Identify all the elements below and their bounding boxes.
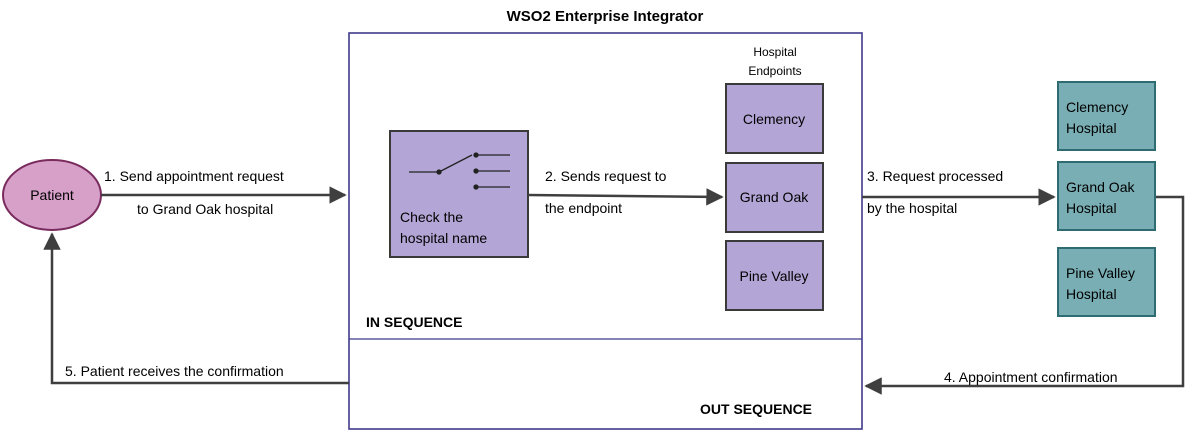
arrow-step2: [527, 188, 724, 206]
arrow-step4: [864, 195, 1185, 395]
step3-line1: 3. Request processed: [867, 168, 1003, 184]
in-sequence-label: IN SEQUENCE: [366, 314, 462, 330]
arrow-step5: [43, 232, 349, 385]
hospital-pine-valley: [1057, 247, 1156, 317]
hospital-pine-valley-line2: Hospital: [1066, 286, 1117, 302]
endpoint-pine-valley-label: Pine Valley: [739, 268, 808, 284]
endpoints-header-line2: Endpoints: [748, 64, 801, 78]
switch-mediator-box: [389, 130, 529, 258]
endpoint-pine-valley: [725, 240, 824, 311]
step1-line2: to Grand Oak hospital: [137, 201, 273, 217]
hospital-clemency-line1: Clemency: [1066, 99, 1128, 115]
mediator-label-line1: Check the: [400, 209, 463, 225]
endpoint-grand-oak: [725, 162, 824, 233]
hospital-grand-oak-line1: Grand Oak: [1066, 179, 1135, 195]
hospital-grand-oak: [1057, 161, 1156, 231]
step1-line1: 1. Send appointment request: [104, 168, 284, 184]
step2-line1: 2. Sends request to: [545, 168, 667, 184]
step2-line2: the endpoint: [545, 200, 622, 216]
endpoint-clemency: [725, 83, 824, 154]
hospital-grand-oak-line2: Hospital: [1066, 200, 1117, 216]
step3-line2: by the hospital: [867, 200, 957, 216]
switch-icon: [409, 152, 510, 190]
patient-label: Patient: [30, 187, 74, 203]
out-sequence-label: OUT SEQUENCE: [700, 401, 812, 417]
hospital-pine-valley-line1: Pine Valley: [1066, 265, 1135, 281]
endpoint-grand-oak-label: Grand Oak: [740, 189, 809, 205]
step5-label: 5. Patient receives the confirmation: [65, 363, 284, 379]
hospital-clemency-line2: Hospital: [1066, 120, 1117, 136]
diagram-title: WSO2 Enterprise Integrator: [507, 8, 704, 25]
endpoint-clemency-label: Clemency: [743, 111, 805, 127]
hospital-clemency: [1057, 81, 1156, 151]
mediator-label-line2: hospital name: [400, 230, 487, 246]
endpoints-header-line1: Hospital: [753, 45, 796, 59]
step4-label: 4. Appointment confirmation: [944, 369, 1118, 385]
